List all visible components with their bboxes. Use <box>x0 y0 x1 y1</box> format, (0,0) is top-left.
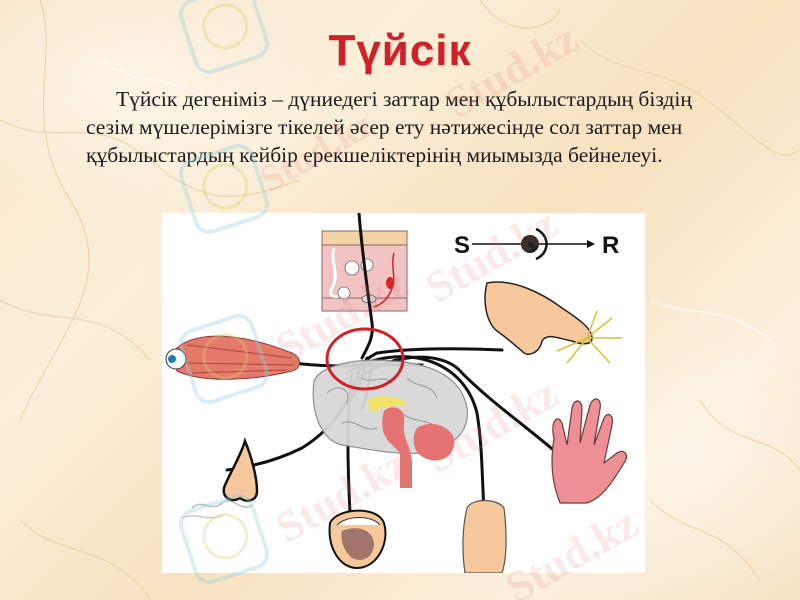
definition-text: Түйсік дегеніміз – дүниедегі заттар мен … <box>86 85 726 169</box>
brain-illustration <box>312 359 468 488</box>
eye-illustration <box>165 335 300 380</box>
foot-illustration <box>462 499 507 573</box>
slide-title: Түйсік <box>328 26 472 75</box>
definition-line-3: құбылыстардың кейбір ерекшеліктерінің ми… <box>86 143 663 167</box>
definition-line-1: Түйсік дегеніміз – дүниедегі заттар мен … <box>116 87 692 111</box>
stimulus-label: S <box>454 232 470 259</box>
response-label: R <box>602 232 619 259</box>
sense-organs-diagram: S R <box>162 213 645 573</box>
definition-line-2: сезім мүшелерімізге тікелей әсер ету нәт… <box>86 115 683 139</box>
mouth-tongue-illustration <box>328 509 387 570</box>
nose-illustration <box>181 437 259 519</box>
hand-palm-illustration <box>551 398 628 504</box>
finger-touch-illustration <box>484 281 622 364</box>
stimulus-response-schema: S R <box>454 227 619 261</box>
highlight-circle <box>325 327 405 391</box>
